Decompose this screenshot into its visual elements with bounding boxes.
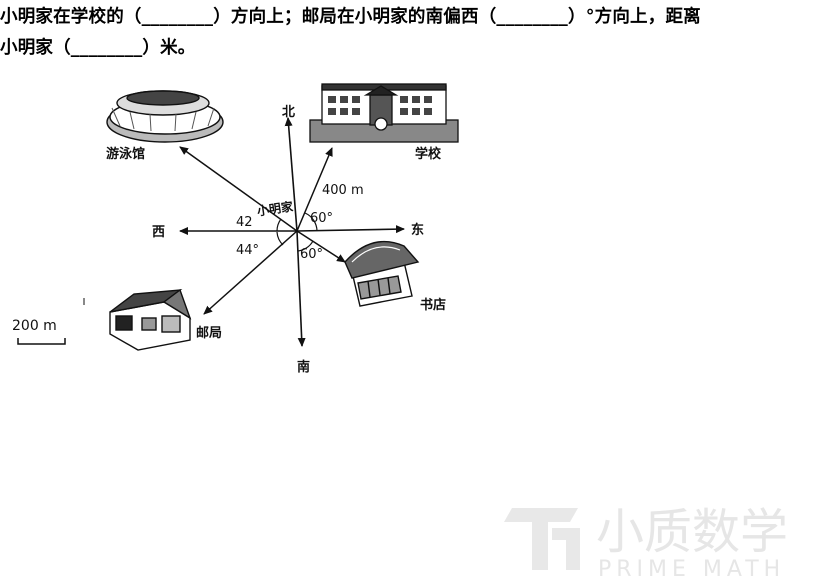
- label-north: 北: [282, 105, 295, 120]
- scale-bar: 200 m: [12, 298, 85, 345]
- arc-post: [276, 231, 284, 246]
- south-axis: [296, 230, 306, 347]
- post-office-icon: [109, 288, 192, 351]
- label-east: 东: [411, 222, 424, 238]
- east-axis: [296, 225, 405, 234]
- compass-axes: [179, 117, 405, 347]
- angle-bookstore-label: 60°: [300, 247, 323, 262]
- watermark-en-text: PRIME MATH: [598, 557, 785, 582]
- ray-to-school: [296, 147, 333, 232]
- scale-bar-line: [17, 338, 66, 345]
- angle-post-label: 44°: [236, 243, 259, 258]
- swimming-pool-icon: [106, 90, 224, 143]
- arc-bookstore: [297, 240, 314, 252]
- ray-to-bookstore: [296, 230, 346, 263]
- distance-school-label: 400 m: [322, 183, 364, 198]
- north-axis: [284, 117, 298, 232]
- angle-school-label: 60°: [310, 211, 333, 226]
- watermark: 小质数学 PRIME MATH: [504, 504, 788, 582]
- label-pool: 游泳馆: [106, 146, 145, 162]
- school-icon: [309, 83, 459, 143]
- ray-to-post-office: [203, 230, 298, 315]
- label-west: 西: [152, 225, 165, 240]
- label-center-home: 小明家: [256, 198, 295, 218]
- watermark-logo-icon: [504, 508, 580, 570]
- label-post-office: 邮局: [196, 325, 222, 341]
- angle-pool-label: 42: [236, 215, 253, 230]
- direction-rays: [179, 146, 346, 315]
- label-bookstore: 书店: [420, 297, 446, 313]
- label-school: 学校: [415, 146, 442, 162]
- question-line-1: 小明家在学校的（________）方向上；邮局在小明家的南偏西（________…: [0, 7, 701, 27]
- scale-bar-label: 200 m: [12, 318, 57, 334]
- watermark-cn-text: 小质数学: [596, 504, 788, 560]
- question-text: 小明家在学校的（________）方向上；邮局在小明家的南偏西（________…: [0, 2, 834, 64]
- angle-arcs: [276, 212, 318, 252]
- bookstore-icon: [344, 240, 420, 307]
- arc-school: [304, 212, 318, 232]
- question-line-2: 小明家（________）米。: [0, 38, 196, 58]
- ray-to-pool: [179, 146, 298, 232]
- arc-pool: [276, 218, 282, 232]
- label-south: 南: [297, 359, 310, 375]
